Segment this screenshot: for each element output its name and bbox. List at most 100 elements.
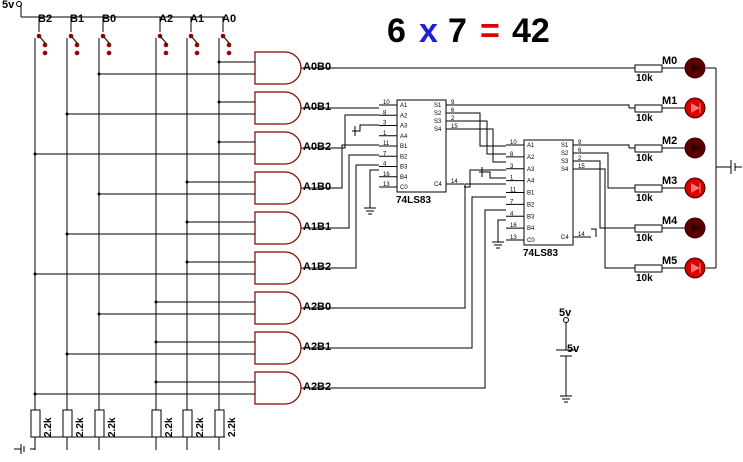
pin-name: B2 bbox=[400, 154, 408, 160]
switch-b0[interactable]: B0 bbox=[100, 13, 116, 56]
pin-number: 16 bbox=[383, 172, 390, 178]
switch-label: B0 bbox=[102, 13, 116, 25]
title-operand-a: 6 bbox=[387, 12, 406, 50]
and-gate-a0b0: A0B0 bbox=[247, 51, 331, 85]
output-resistor-value: 10k bbox=[636, 233, 653, 244]
switch-b2[interactable]: B2 bbox=[36, 13, 52, 56]
and-gate-a1b2: A1B2 bbox=[247, 251, 331, 285]
pin-name: C0 bbox=[400, 185, 408, 191]
gate-label: A1B2 bbox=[303, 261, 331, 273]
pin-number: 14 bbox=[578, 232, 585, 238]
pin-number: 14 bbox=[451, 179, 458, 185]
title-operand-b: 7 bbox=[448, 12, 467, 50]
switch-contact bbox=[106, 50, 112, 56]
gate-input-wires bbox=[65, 100, 247, 116]
gate-label: A0B1 bbox=[303, 101, 331, 113]
output-resistor bbox=[634, 224, 663, 233]
ground-bottom bbox=[14, 436, 225, 454]
pin-number: 3 bbox=[383, 121, 387, 127]
title-equals: = bbox=[480, 12, 500, 50]
pin-name: B1 bbox=[527, 191, 535, 197]
pin-number: 8 bbox=[383, 110, 387, 116]
wire-layer bbox=[33, 60, 630, 396]
output-label: M2 bbox=[662, 135, 677, 147]
pin-name: C4 bbox=[561, 235, 569, 241]
output-label: M3 bbox=[662, 175, 677, 187]
adder-wiring bbox=[301, 67, 630, 389]
switch-a1[interactable]: A1 bbox=[188, 13, 204, 56]
pin-number: 9 bbox=[578, 140, 582, 146]
pin-number: 6 bbox=[451, 108, 455, 114]
gate-input-wires bbox=[33, 140, 247, 156]
and-gate-a0b1: A0B1 bbox=[247, 91, 331, 125]
pin-name: B3 bbox=[527, 214, 535, 220]
pin-name: S2 bbox=[561, 151, 569, 157]
switch-label: A0 bbox=[222, 13, 236, 25]
pin-name: A3 bbox=[527, 167, 535, 173]
resistor-value: 2.2k bbox=[107, 417, 118, 437]
pin-number: 11 bbox=[510, 188, 517, 194]
pin-name: A4 bbox=[527, 179, 535, 185]
output-label: M1 bbox=[662, 95, 677, 107]
gate-label: A2B0 bbox=[303, 301, 331, 313]
equation-title: 6 x 7 = 42 bbox=[387, 12, 550, 50]
and-gate-a2b1: A2B1 bbox=[247, 331, 331, 365]
pin-number: 6 bbox=[578, 148, 582, 154]
output-resistor bbox=[634, 104, 663, 113]
source-terminal-label: 5v bbox=[559, 307, 572, 319]
switch-contact bbox=[74, 50, 80, 56]
gate-input-wires bbox=[65, 340, 247, 356]
switch-label: B2 bbox=[38, 13, 52, 25]
output-label: M5 bbox=[662, 255, 677, 267]
gate-input-wires bbox=[97, 180, 247, 196]
gate-input-wires bbox=[97, 60, 247, 76]
pin-number: 15 bbox=[451, 124, 458, 130]
resistor-value: 2.2k bbox=[75, 417, 86, 437]
gate-label: A1B1 bbox=[303, 221, 331, 233]
output-resistor-value: 10k bbox=[636, 73, 653, 84]
pin-number: 1 bbox=[383, 131, 387, 137]
pin-name: A2 bbox=[527, 155, 535, 161]
switch-b1[interactable]: B1 bbox=[68, 13, 84, 56]
pin-name: S1 bbox=[434, 103, 442, 109]
switch-contact bbox=[42, 50, 48, 56]
pin-number: 7 bbox=[383, 151, 387, 157]
resistor-value: 2.2k bbox=[227, 417, 238, 437]
switch-a0[interactable]: A0 bbox=[220, 13, 236, 56]
pin-number: 4 bbox=[383, 162, 387, 168]
output-resistor-value: 10k bbox=[636, 193, 653, 204]
pin-name: B1 bbox=[400, 144, 408, 150]
switch-contact bbox=[163, 50, 169, 56]
switch-label: A2 bbox=[159, 13, 173, 25]
pin-name: B2 bbox=[527, 202, 535, 208]
output-resistor-value: 10k bbox=[636, 153, 653, 164]
pin-number: 10 bbox=[510, 140, 517, 146]
pin-number: 2 bbox=[451, 116, 455, 122]
and-gate-a0b2: A0B2 bbox=[247, 131, 331, 165]
chip-name: 74LS83 bbox=[523, 248, 558, 259]
pin-name: B4 bbox=[527, 226, 535, 232]
pin-number: 9 bbox=[451, 100, 455, 106]
pin-number: 4 bbox=[510, 211, 514, 217]
output-resistor bbox=[634, 64, 663, 73]
pin-name: S1 bbox=[561, 143, 569, 149]
pin-name: A3 bbox=[400, 124, 408, 130]
pin-name: C0 bbox=[527, 238, 535, 244]
title-operator: x bbox=[419, 12, 438, 50]
switch-a2[interactable]: A2 bbox=[157, 13, 173, 56]
pulldown-resistor: 2.2k bbox=[62, 409, 86, 438]
pin-number: 2 bbox=[578, 156, 582, 162]
supply-label: 5v bbox=[2, 0, 15, 11]
pin-number: 15 bbox=[578, 164, 585, 170]
gate-label: A2B1 bbox=[303, 341, 331, 353]
chip-name: 74LS83 bbox=[396, 195, 431, 206]
and-gate-a1b0: A1B0 bbox=[247, 171, 331, 205]
